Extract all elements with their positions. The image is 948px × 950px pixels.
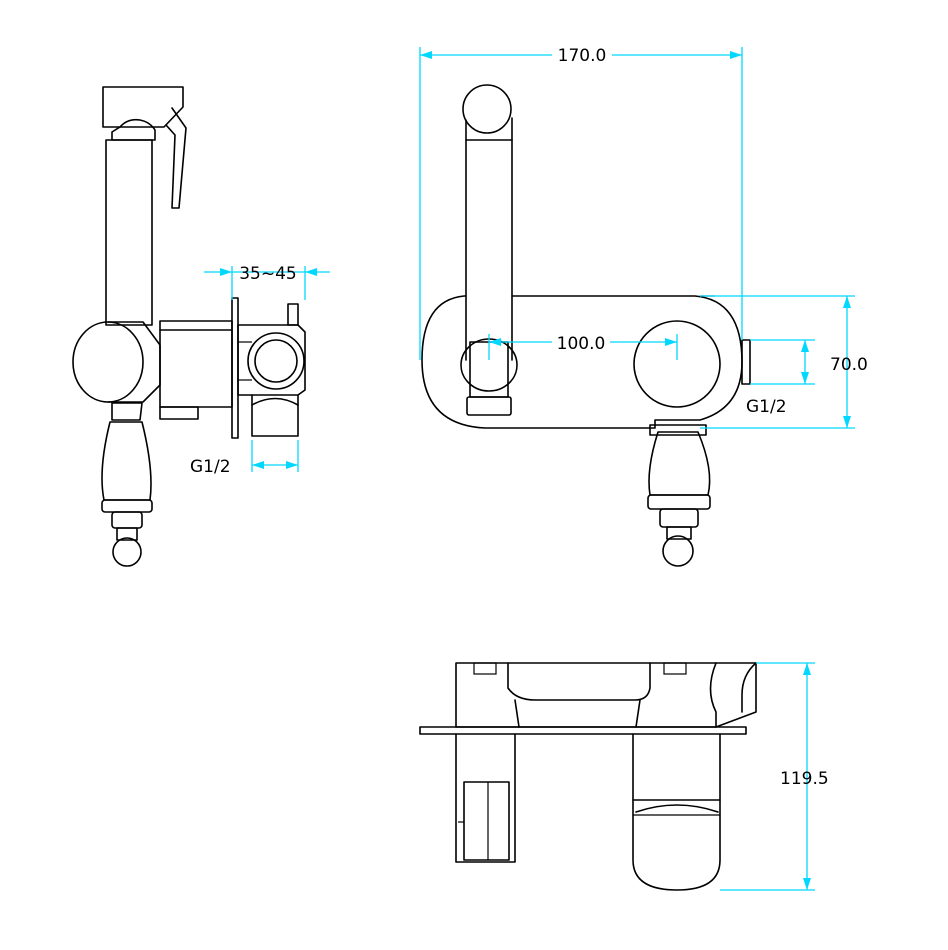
dim-front-height: 70.0 (830, 355, 868, 375)
top-view-dimensions: 119.5 (720, 662, 829, 891)
dim-front-width: 170.0 (558, 46, 607, 66)
dim-front-thread: G1/2 (746, 397, 787, 417)
front-view-dimensions: 170.0 100.0 70.0 G1/2 (419, 44, 868, 429)
dim-side-thread: G1/2 (190, 457, 231, 477)
side-view-dimensions: 35~45 G1/2 (190, 264, 330, 477)
top-view (419, 662, 757, 891)
side-view (72, 86, 306, 567)
dim-front-spacing: 100.0 (557, 334, 606, 354)
dim-top-depth: 119.5 (780, 769, 829, 789)
dim-side-wall-range: 35~45 (239, 264, 297, 284)
front-view (421, 84, 751, 567)
